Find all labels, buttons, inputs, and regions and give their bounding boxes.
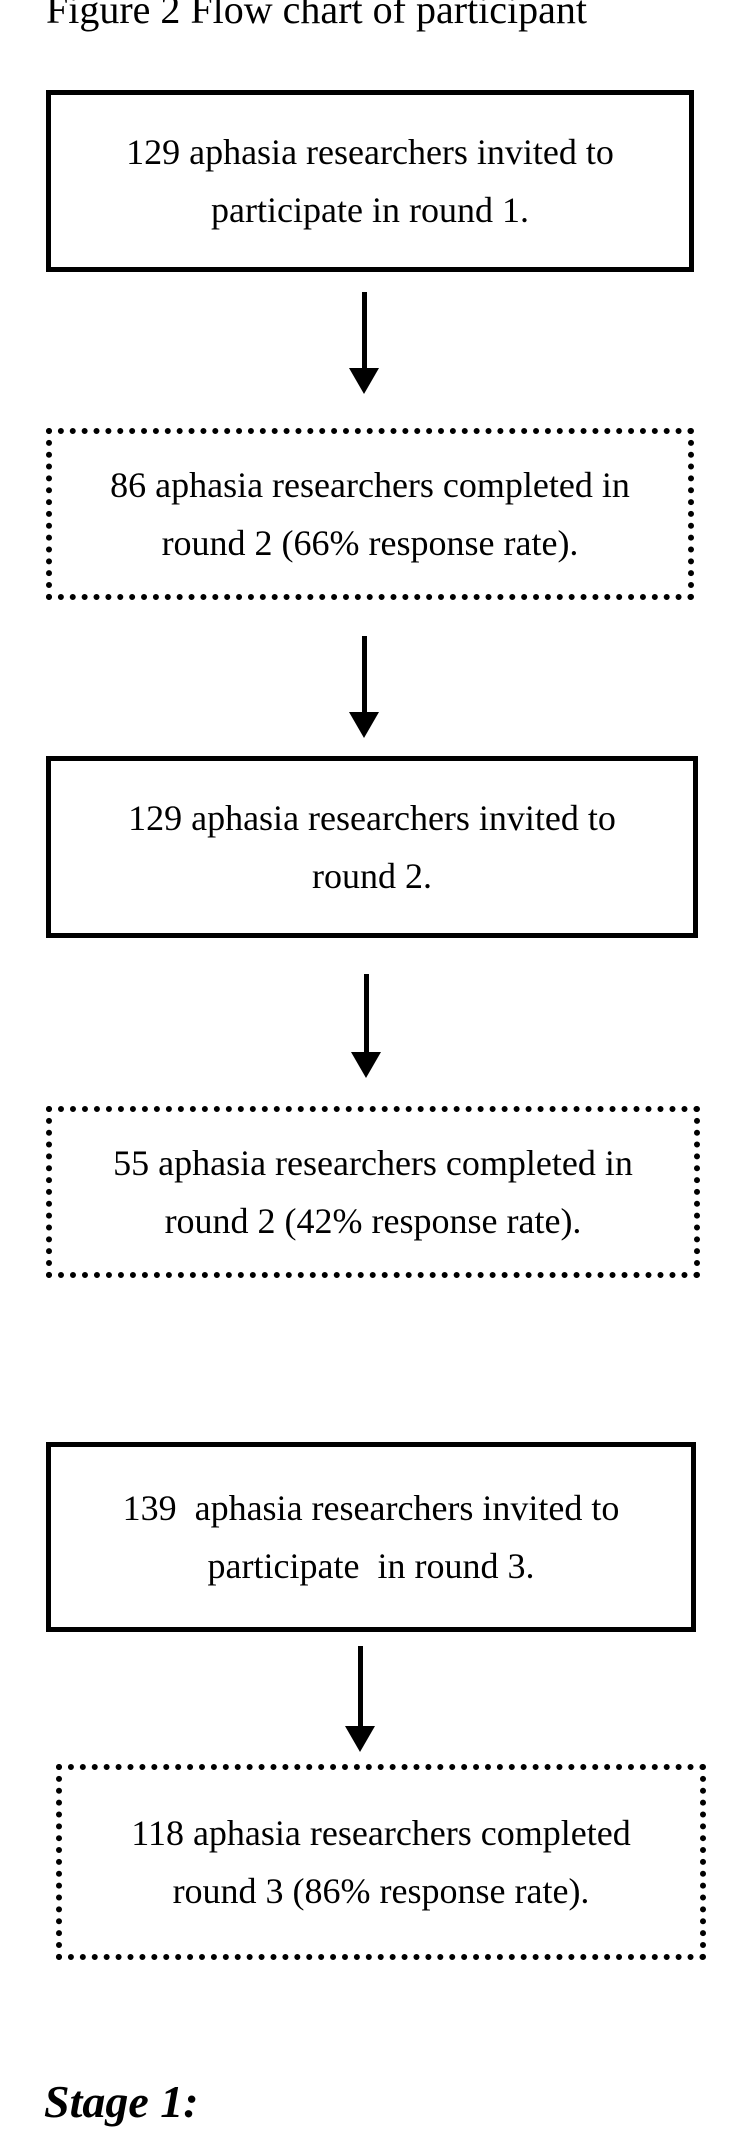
flow-box-invited-round-3: 139 aphasia researchers invited to parti… — [46, 1442, 696, 1632]
flow-box-completed-round-2-42: 55 aphasia researchers completed in roun… — [46, 1106, 700, 1278]
flow-box-text: 86 aphasia researchers completed in roun… — [110, 465, 630, 563]
flow-box-text: 129 aphasia researchers invited to round… — [128, 798, 616, 896]
figure-caption: Figure 2 Flow chart of participant — [46, 0, 587, 32]
flow-box-invited-round-2: 129 aphasia researchers invited to round… — [46, 756, 698, 938]
down-arrow-icon — [351, 974, 381, 1080]
flow-box-invited-round-1: 129 aphasia researchers invited to parti… — [46, 90, 694, 272]
down-arrow-icon — [349, 636, 379, 740]
flow-box-text: 55 aphasia researchers completed in roun… — [113, 1143, 633, 1241]
down-arrow-icon — [345, 1646, 375, 1754]
flow-box-text: 129 aphasia researchers invited to parti… — [126, 132, 614, 230]
flow-box-completed-round-3-86: 118 aphasia researchers completed round … — [56, 1764, 706, 1960]
down-arrow-icon — [349, 292, 379, 396]
flow-box-completed-round-2-66: 86 aphasia researchers completed in roun… — [46, 428, 694, 600]
flow-box-text: 118 aphasia researchers completed round … — [131, 1813, 631, 1911]
flow-box-text: 139 aphasia researchers invited to parti… — [122, 1488, 620, 1586]
section-heading: Stage 1: — [44, 2076, 199, 2127]
